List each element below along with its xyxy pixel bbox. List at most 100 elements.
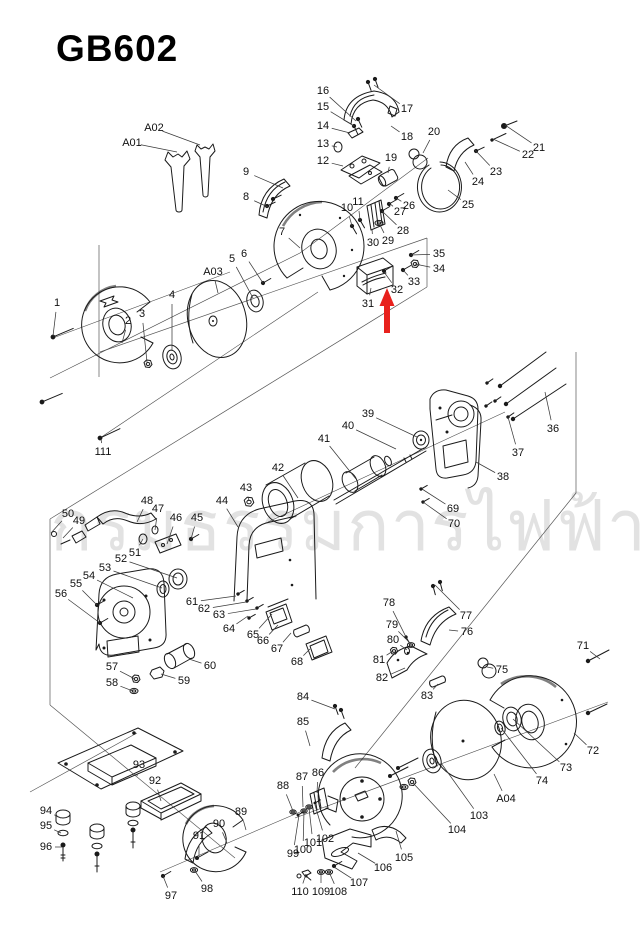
wheel-cover-7-shape bbox=[274, 201, 364, 290]
spark-guard-90-91 bbox=[159, 827, 212, 880]
leader-line-84 bbox=[311, 700, 335, 709]
leader-line-49 bbox=[63, 528, 73, 538]
leader-line-62 bbox=[213, 602, 246, 608]
mount-screws-1-111 bbox=[38, 325, 122, 442]
part-label-89: 89 bbox=[235, 806, 247, 818]
leader-line-50 bbox=[51, 521, 62, 533]
leader-line-A01 bbox=[141, 145, 177, 152]
leader-line-101 bbox=[309, 808, 312, 834]
spark-guard-76-77 bbox=[421, 578, 456, 645]
part-label-109: 109 bbox=[312, 886, 330, 898]
part-label-23: 23 bbox=[490, 166, 502, 178]
part-label-107: 107 bbox=[350, 877, 368, 889]
brush-plate-30-screws bbox=[348, 191, 406, 236]
leader-line-108 bbox=[329, 872, 334, 884]
leader-line-56 bbox=[68, 599, 100, 623]
leader-line-104 bbox=[413, 783, 451, 823]
leader-line-87 bbox=[302, 786, 303, 807]
tray-92-shape bbox=[141, 783, 201, 820]
leader-line-66 bbox=[269, 625, 278, 634]
part-label-13: 13 bbox=[317, 138, 329, 150]
leader-line-107 bbox=[334, 867, 351, 878]
leader-line-52 bbox=[130, 562, 177, 578]
part-label-21: 21 bbox=[533, 142, 545, 154]
leader-line-42 bbox=[283, 475, 298, 498]
part-label-104: 104 bbox=[448, 824, 466, 836]
leader-line-77 bbox=[435, 585, 460, 610]
part-label-46: 46 bbox=[170, 512, 182, 524]
section-frame-lines bbox=[30, 238, 576, 858]
leader-line-63 bbox=[228, 609, 256, 614]
leader-line-40 bbox=[356, 430, 396, 449]
leader-line-86 bbox=[317, 782, 318, 793]
housing-cover-44-shape bbox=[234, 501, 316, 601]
leader-line-32 bbox=[384, 272, 392, 283]
part-label-55: 55 bbox=[70, 578, 82, 590]
cord-48-plug-49-50 bbox=[52, 511, 157, 544]
part-label-85: 85 bbox=[297, 716, 309, 728]
wrench-a01-shape bbox=[165, 151, 190, 212]
gear-housing-54-shape bbox=[93, 569, 166, 657]
part-label-50: 50 bbox=[62, 508, 74, 520]
switch-assembly-12-16 bbox=[334, 115, 382, 184]
flanges-73-74 bbox=[493, 705, 523, 736]
leader-line-64 bbox=[236, 616, 248, 624]
part-label-44: 44 bbox=[216, 495, 228, 507]
part-label-58: 58 bbox=[106, 677, 118, 689]
part-label-83: 83 bbox=[421, 690, 433, 702]
leader-line-105 bbox=[396, 831, 401, 849]
part-label-45: 45 bbox=[191, 512, 203, 524]
leader-line-78 bbox=[393, 611, 406, 637]
leader-line-61 bbox=[201, 596, 236, 601]
part-label-108: 108 bbox=[329, 886, 347, 898]
part-label-105: 105 bbox=[395, 852, 413, 864]
leader-line-2 bbox=[122, 330, 126, 343]
part-label-98: 98 bbox=[201, 883, 213, 895]
leader-line-110 bbox=[303, 874, 306, 883]
leader-line-98 bbox=[195, 871, 202, 882]
part-label-100: 100 bbox=[294, 844, 312, 856]
leader-line-73 bbox=[513, 719, 559, 762]
part-label-47: 47 bbox=[152, 503, 164, 515]
part-label-3: 3 bbox=[139, 308, 145, 320]
part-label-51: 51 bbox=[129, 547, 141, 559]
part-label-57: 57 bbox=[106, 661, 118, 673]
part-label-38: 38 bbox=[497, 471, 509, 483]
wheel-cover-72-shape bbox=[490, 676, 576, 768]
leader-line-57 bbox=[120, 671, 135, 679]
leader-line-33 bbox=[403, 270, 408, 275]
leader-line-15 bbox=[331, 112, 354, 126]
part-label-69: 69 bbox=[447, 503, 459, 515]
part-label-A02: A02 bbox=[144, 122, 164, 134]
screws-61-64 bbox=[235, 588, 265, 621]
part-label-61: 61 bbox=[186, 596, 198, 608]
leader-line-92 bbox=[158, 790, 161, 801]
part-label-84: 84 bbox=[297, 691, 309, 703]
leader-line-71 bbox=[590, 651, 600, 659]
part-label-4: 4 bbox=[169, 289, 175, 301]
leader-line-7 bbox=[289, 238, 300, 248]
grinding-wheel-a04-shape bbox=[422, 693, 509, 788]
leader-line-A03 bbox=[215, 281, 218, 293]
part-label-93: 93 bbox=[133, 759, 145, 771]
leader-line-82 bbox=[390, 668, 405, 674]
wrench-a02-shape bbox=[195, 144, 215, 197]
knob-75-shape bbox=[478, 658, 496, 678]
part-label-17: 17 bbox=[401, 103, 413, 115]
part-label-59: 59 bbox=[178, 675, 190, 687]
leader-line-99 bbox=[294, 815, 299, 845]
leader-line-25 bbox=[448, 190, 461, 200]
part-label-82: 82 bbox=[376, 672, 388, 684]
part-label-14: 14 bbox=[317, 120, 329, 132]
leader-line-53 bbox=[113, 571, 162, 588]
leader-line-26 bbox=[396, 198, 401, 201]
leader-line-8 bbox=[254, 201, 268, 207]
flange-nut-parts-3-4-5-6 bbox=[143, 276, 273, 371]
leader-line-16 bbox=[330, 97, 356, 121]
part-label-54: 54 bbox=[83, 570, 95, 582]
part-label-6: 6 bbox=[241, 248, 247, 260]
leader-line-51 bbox=[139, 539, 143, 545]
part-label-36: 36 bbox=[547, 423, 559, 435]
leader-line-22 bbox=[493, 139, 520, 151]
